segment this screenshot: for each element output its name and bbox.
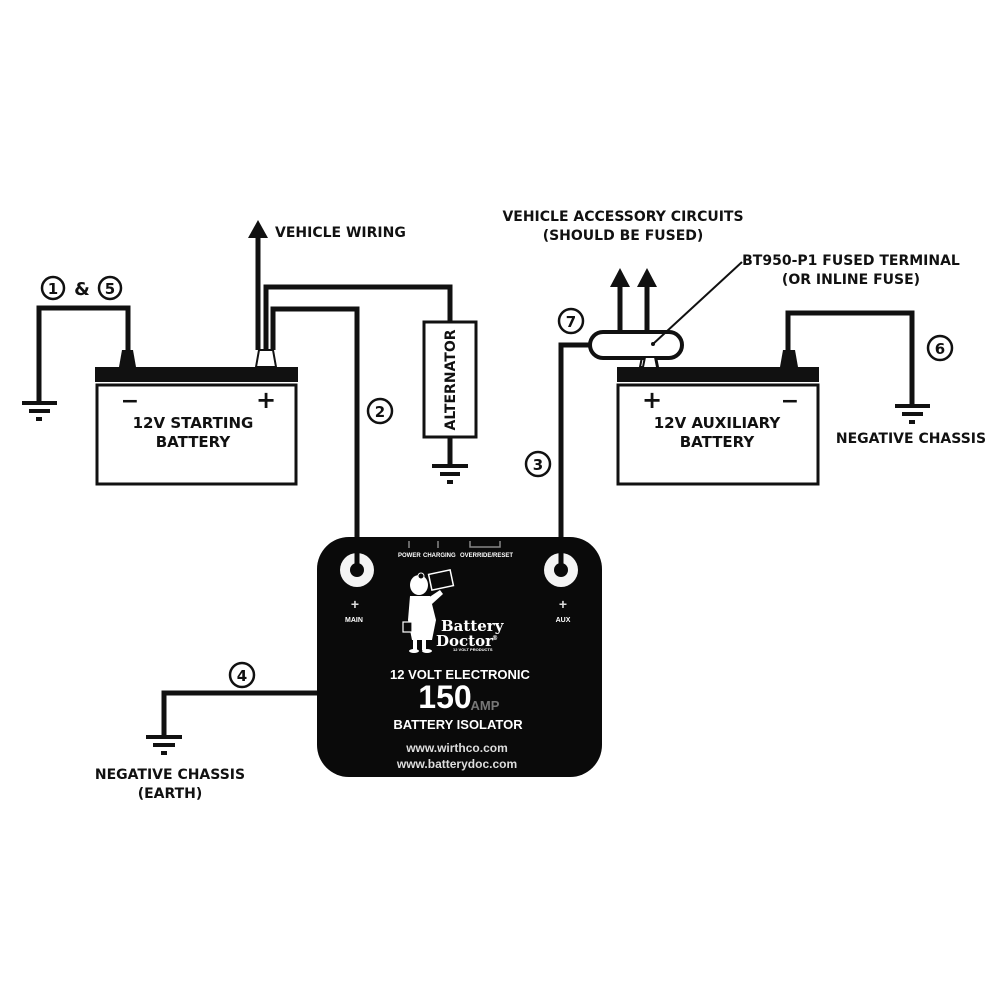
- main-plus-sign: +: [351, 596, 359, 612]
- isolator-amp-value: 150: [418, 679, 471, 715]
- aux-battery: + − 12V AUXILIARY BATTERY: [616, 350, 820, 486]
- isolator-url-batterydoc[interactable]: www.batterydoc.com: [396, 757, 517, 771]
- aux-battery-body: [616, 383, 820, 486]
- starting-battery-top-bar: [95, 367, 298, 382]
- starting-battery-neg-sign: −: [121, 389, 139, 414]
- indicator-charging-label: CHARGING: [423, 553, 456, 559]
- isolator-amp-unit: AMP: [471, 698, 500, 713]
- brand-subtitle: 12 VOLT PRODUCTS: [453, 647, 493, 652]
- aux-terminal-label: AUX: [556, 617, 571, 624]
- negative-chassis-earth-label-line2: (EARTH): [138, 786, 203, 802]
- isolator-body: [317, 537, 602, 777]
- starting-battery-pos-post: [254, 349, 278, 368]
- fused-terminal: [588, 330, 684, 368]
- svg-text:1: 1: [48, 280, 58, 298]
- indicator-power-label: POWER: [398, 553, 421, 559]
- wire-label-3: 3: [524, 450, 552, 478]
- svg-text:&: &: [74, 279, 90, 300]
- indicator-override-reset-label: OVERRIDE/RESET: [460, 553, 513, 559]
- wire-4: [161, 690, 317, 735]
- negative-chassis-earth-label-line1: NEGATIVE CHASSIS: [95, 767, 245, 783]
- starting-battery-label-line1: 12V STARTING: [133, 414, 254, 432]
- svg-text:6: 6: [935, 340, 945, 358]
- aux-battery-label-line1: 12V AUXILIARY: [654, 414, 782, 432]
- ground-symbol-left-battery: [22, 401, 57, 421]
- wire-label-2: 2: [366, 397, 394, 425]
- svg-text:3: 3: [533, 456, 543, 474]
- ground-symbol-alternator: [432, 464, 468, 484]
- aux-terminal: [544, 537, 578, 587]
- starting-battery-neg-post: [119, 350, 136, 367]
- starting-battery-label-line2: BATTERY: [156, 433, 232, 451]
- wire-label-6: 6: [926, 334, 954, 362]
- fused-terminal-leader-dot: [651, 342, 655, 346]
- starting-battery: − + 12V STARTING BATTERY: [95, 349, 298, 486]
- brand-registered-mark: ®: [492, 635, 498, 642]
- wire-2: [270, 306, 360, 560]
- fused-terminal-label-line2: (OR INLINE FUSE): [782, 272, 920, 288]
- wire-3: [558, 342, 590, 560]
- aux-plus-sign: +: [559, 596, 567, 612]
- brand-logo-line2: Doctor: [436, 632, 494, 650]
- ground-symbol-isolator: [146, 735, 182, 755]
- wire-label-4: 4: [228, 661, 256, 689]
- isolator-product-label: BATTERY ISOLATOR: [393, 717, 523, 732]
- alternator: ALTERNATOR: [422, 320, 478, 465]
- starting-battery-pos-sign: +: [256, 386, 276, 414]
- ground-symbol-right: [895, 404, 930, 424]
- accessory-arrow-2: [637, 268, 657, 335]
- fused-terminal-leader-line: [652, 261, 743, 345]
- svg-text:2: 2: [375, 403, 385, 421]
- fused-terminal-label-line1: BT950-P1 FUSED TERMINAL: [742, 253, 960, 269]
- aux-battery-label-line2: BATTERY: [680, 433, 756, 451]
- brand-logo-line1: Battery: [441, 617, 505, 635]
- wire-label-1-and-5: 1 & 5: [40, 275, 123, 301]
- accessory-circuits-label-line1: VEHICLE ACCESSORY CIRCUITS: [502, 209, 743, 225]
- accessory-arrow-1: [610, 268, 630, 335]
- wire-alternator-positive: [263, 284, 453, 350]
- battery-doctor-mascot-icon: [402, 568, 455, 653]
- vehicle-wiring-arrow: [248, 220, 268, 350]
- main-terminal-label: MAIN: [345, 617, 363, 624]
- svg-text:5: 5: [105, 280, 115, 298]
- battery-isolator: POWER CHARGING OVERRIDE/RESET + MAIN + A…: [317, 537, 602, 777]
- svg-text:4: 4: [237, 667, 247, 685]
- aux-battery-neg-sign: −: [781, 389, 799, 414]
- wire-6: [785, 310, 915, 405]
- main-terminal: [340, 537, 374, 587]
- aux-battery-neg-post: [780, 350, 798, 367]
- isolator-url-wirthco[interactable]: www.wirthco.com: [405, 741, 508, 755]
- alternator-label: ALTERNATOR: [443, 329, 459, 430]
- negative-chassis-right-label: NEGATIVE CHASSIS: [836, 431, 986, 447]
- wire-1-5: [36, 305, 131, 402]
- isolator-voltage-label: 12 VOLT ELECTRONIC: [390, 667, 530, 682]
- aux-battery-top-bar: [617, 367, 819, 382]
- wire-label-7: 7: [557, 307, 585, 335]
- accessory-circuits-label-line2: (SHOULD BE FUSED): [543, 228, 704, 244]
- svg-text:7: 7: [566, 313, 576, 331]
- vehicle-wiring-label: VEHICLE WIRING: [275, 225, 406, 241]
- aux-battery-pos-sign: +: [642, 386, 662, 414]
- starting-battery-body: [95, 383, 298, 486]
